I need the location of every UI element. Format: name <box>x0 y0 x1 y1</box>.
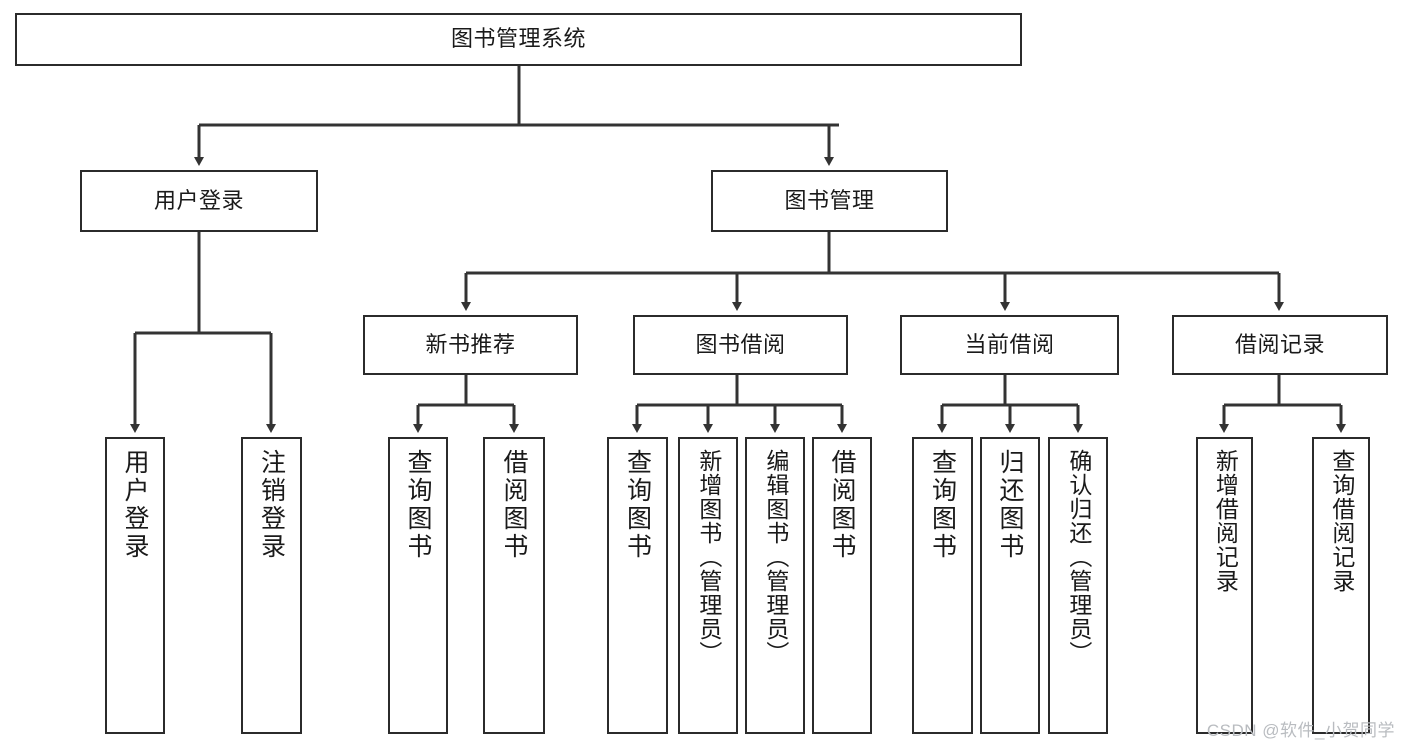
node-leaf-add-borrow-record[interactable]: 新增借阅记录 <box>1196 437 1253 734</box>
node-leaf-edit-book-admin-label: 编辑图书（管理员） <box>762 449 789 665</box>
node-level2-user-login[interactable]: 用户登录 <box>80 170 318 232</box>
node-leaf-add-book-admin-label: 新增图书（管理员） <box>695 449 722 665</box>
node-leaf-return-book[interactable]: 归还图书 <box>980 437 1040 734</box>
node-leaf-query-book-borrow-label: 查询图书 <box>623 449 652 561</box>
node-leaf-query-book-current-label: 查询图书 <box>928 449 957 561</box>
node-leaf-borrow-book-newbook-label: 借阅图书 <box>500 449 528 561</box>
node-level2-user-login-label: 用户登录 <box>153 187 244 213</box>
node-level3-book-borrow-label: 图书借阅 <box>695 331 786 357</box>
node-level2-book-management-label: 图书管理 <box>784 187 875 213</box>
node-leaf-logout-login-label: 注销登录 <box>257 449 286 561</box>
node-root[interactable]: 图书管理系统 <box>15 13 1022 66</box>
node-leaf-query-book-newbook-label: 查询图书 <box>404 449 432 561</box>
node-leaf-add-book-admin[interactable]: 新增图书（管理员） <box>678 437 738 734</box>
node-leaf-query-book-newbook[interactable]: 查询图书 <box>388 437 448 734</box>
node-level3-current-borrow-label: 当前借阅 <box>964 331 1055 357</box>
node-leaf-user-login[interactable]: 用户登录 <box>105 437 165 734</box>
node-level3-borrow-record[interactable]: 借阅记录 <box>1172 315 1388 375</box>
node-leaf-borrow-book-label: 借阅图书 <box>828 449 856 561</box>
node-level2-book-management[interactable]: 图书管理 <box>711 170 948 232</box>
node-root-label: 图书管理系统 <box>450 26 586 52</box>
node-leaf-query-book-borrow[interactable]: 查询图书 <box>607 437 668 734</box>
node-level3-current-borrow[interactable]: 当前借阅 <box>900 315 1119 375</box>
node-level3-new-book-recommend-label: 新书推荐 <box>425 331 516 357</box>
node-level3-book-borrow[interactable]: 图书借阅 <box>633 315 848 375</box>
node-leaf-borrow-book[interactable]: 借阅图书 <box>812 437 872 734</box>
node-leaf-return-book-label: 归还图书 <box>996 449 1024 561</box>
node-leaf-borrow-book-newbook[interactable]: 借阅图书 <box>483 437 545 734</box>
node-leaf-add-borrow-record-label: 新增借阅记录 <box>1212 449 1239 593</box>
node-level3-borrow-record-label: 借阅记录 <box>1234 331 1325 357</box>
csdn-watermark: CSDN @软件_小贺同学 <box>1206 721 1395 740</box>
node-leaf-query-borrow-record-label: 查询借阅记录 <box>1328 449 1355 593</box>
node-leaf-query-book-current[interactable]: 查询图书 <box>912 437 973 734</box>
node-leaf-logout-login[interactable]: 注销登录 <box>241 437 302 734</box>
node-leaf-query-borrow-record[interactable]: 查询借阅记录 <box>1312 437 1370 734</box>
node-leaf-confirm-return-admin[interactable]: 确认归还（管理员） <box>1048 437 1108 734</box>
node-leaf-edit-book-admin[interactable]: 编辑图书（管理员） <box>745 437 805 734</box>
node-leaf-user-login-label: 用户登录 <box>121 449 149 561</box>
node-leaf-confirm-return-admin-label: 确认归还（管理员） <box>1065 449 1092 665</box>
node-level3-new-book-recommend[interactable]: 新书推荐 <box>363 315 578 375</box>
